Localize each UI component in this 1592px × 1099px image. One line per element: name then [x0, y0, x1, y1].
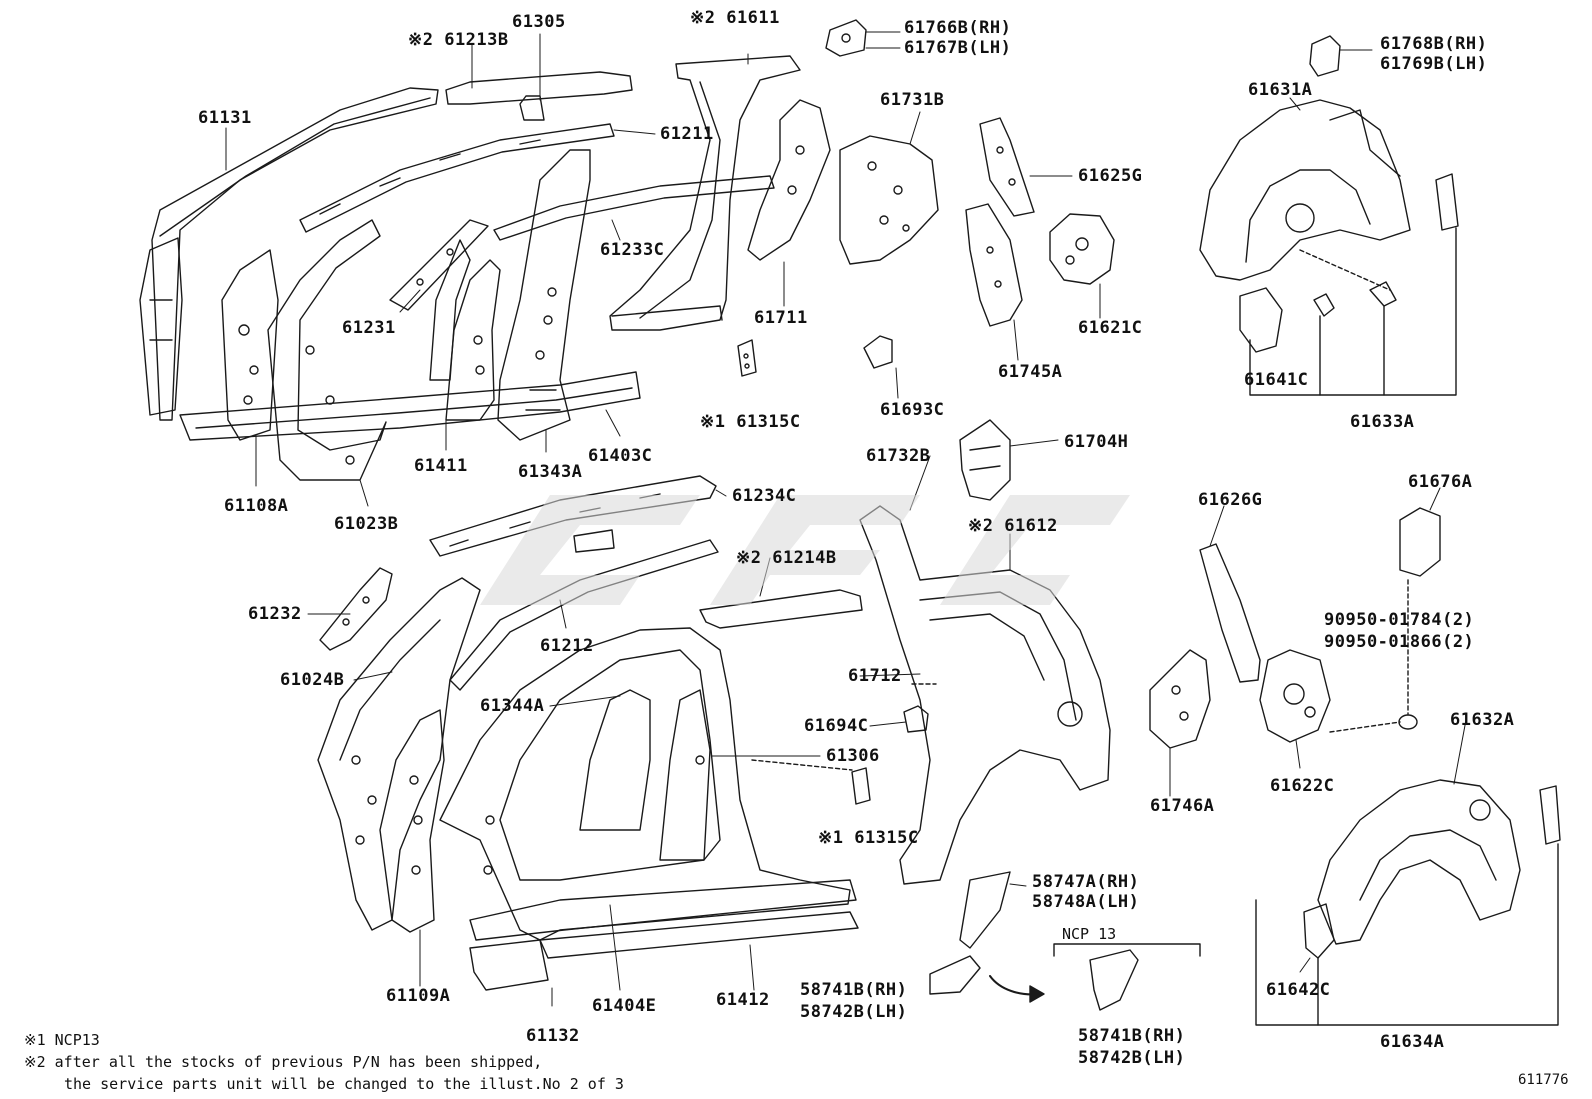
part-label-61631a: 61631A	[1248, 80, 1313, 100]
part-label-61632a: 61632A	[1450, 710, 1515, 730]
part-label-61712: 61712	[848, 666, 902, 686]
part-label-61212: 61212	[540, 636, 594, 656]
part-label-61641c: 61641C	[1244, 370, 1309, 390]
part-label-61024b: 61024B	[280, 670, 345, 690]
part-label-61766b: 61766B(RH)	[904, 18, 1012, 38]
part-label-61633a: 61633A	[1350, 412, 1415, 432]
part-label-61693c: 61693C	[880, 400, 945, 420]
part-label-61315c-bottom: ※1 61315C	[818, 828, 919, 848]
part-label-61732b: 61732B	[866, 446, 931, 466]
inner-side-assembly-drawing	[139, 71, 775, 481]
part-label-61694c: 61694C	[804, 716, 869, 736]
part-label-61343a: 61343A	[518, 462, 583, 482]
part-label-61233c: 61233C	[600, 240, 665, 260]
part-label-61611: ※2 61611	[690, 8, 780, 28]
part-label-61305: 61305	[512, 12, 566, 32]
part-label-61746a: 61746A	[1150, 796, 1215, 816]
part-label-61769b: 61769B(LH)	[1380, 54, 1488, 74]
part-label-61626g: 61626G	[1198, 490, 1263, 510]
part-label-58747a: 58747A(RH)	[1032, 872, 1140, 892]
part-label-61213b: ※2 61213B	[408, 30, 509, 50]
part-label-61315c-top: ※1 61315C	[700, 412, 801, 432]
part-label-61642c: 61642C	[1266, 980, 1331, 1000]
quarter-brace-parts-drawing	[965, 117, 1115, 327]
part-label-61622c: 61622C	[1270, 776, 1335, 796]
part-label-61411: 61411	[414, 456, 468, 476]
part-label-61109a: 61109A	[386, 986, 451, 1006]
part-label-61412: 61412	[716, 990, 770, 1010]
part-label-61132: 61132	[526, 1026, 580, 1046]
part-label-58741b-right: 58741B(RH)	[1078, 1026, 1186, 1046]
part-label-61676a: 61676A	[1408, 472, 1473, 492]
part-label-58742b-left: 58742B(LH)	[800, 1002, 908, 1022]
quarter-inner-assembly-drawing	[609, 19, 939, 377]
part-label-58748a: 58748A(LH)	[1032, 892, 1140, 912]
part-label-61023b: 61023B	[334, 514, 399, 534]
part-label-61704h: 61704H	[1064, 432, 1129, 452]
part-label-61234c: 61234C	[732, 486, 797, 506]
outer-side-panel-drawing	[317, 475, 871, 991]
part-label-61211: 61211	[660, 124, 714, 144]
part-label-61745a: 61745A	[998, 362, 1063, 382]
part-label-61711: 61711	[754, 308, 808, 328]
part-label-61306: 61306	[826, 746, 880, 766]
ncp13-label: NCP 13	[1062, 925, 1117, 943]
part-label-58742b-right: 58742B(LH)	[1078, 1048, 1186, 1068]
part-label-61131: 61131	[198, 108, 252, 128]
part-label-61767b: 61767B(LH)	[904, 38, 1012, 58]
part-label-61625g: 61625G	[1078, 166, 1143, 186]
part-label-90950-01784: 90950-01784(2)	[1324, 610, 1475, 630]
part-label-61403c: 61403C	[588, 446, 653, 466]
part-label-61404e: 61404E	[592, 996, 657, 1016]
part-label-61231: 61231	[342, 318, 396, 338]
part-label-61612: ※2 61612	[968, 516, 1058, 536]
part-label-61232: 61232	[248, 604, 302, 624]
footnote-1: ※1 NCP13	[24, 1031, 100, 1049]
footnote-2: ※2 after all the stocks of previous P/N …	[24, 1053, 543, 1071]
rear-wheel-house-inner-drawing	[1199, 35, 1459, 396]
footnote-2-continued: the service parts unit will be changed t…	[64, 1075, 624, 1093]
part-label-61731b: 61731B	[880, 90, 945, 110]
part-label-61108a: 61108A	[224, 496, 289, 516]
figure-reference-number: 611776	[1518, 1072, 1569, 1088]
part-label-61634a: 61634A	[1380, 1032, 1445, 1052]
part-label-90950-01866: 90950-01866(2)	[1324, 632, 1475, 652]
leader-lines	[225, 31, 1467, 1007]
part-label-61344a: 61344A	[480, 696, 545, 716]
part-label-61214b: ※2 61214B	[736, 548, 837, 568]
part-label-61621c: 61621C	[1078, 318, 1143, 338]
part-label-58741b-left: 58741B(RH)	[800, 980, 908, 1000]
part-label-61768b: 61768B(RH)	[1380, 34, 1488, 54]
rear-wheel-house-outer-drawing	[1149, 507, 1561, 1026]
